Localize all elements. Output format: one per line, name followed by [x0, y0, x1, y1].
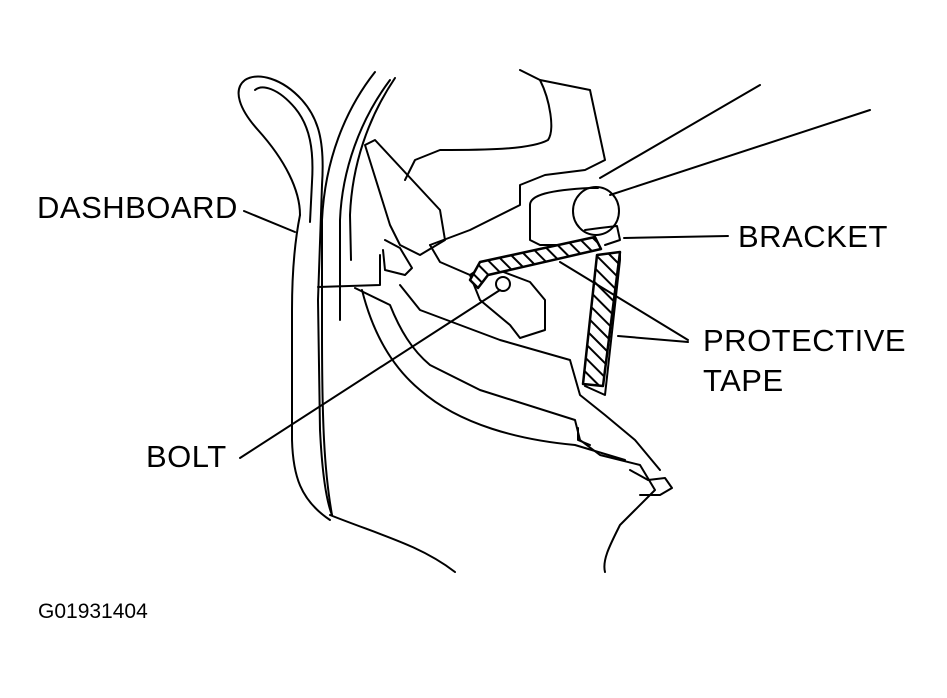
- cylinder-end: [572, 186, 620, 236]
- upper-panel-right: [430, 80, 605, 245]
- leader-tape-upper: [560, 262, 688, 340]
- tape-vertical-edge: [585, 252, 620, 395]
- pillar-strip-mid: [350, 78, 395, 260]
- leader-dashboard: [244, 211, 295, 232]
- protective-tape-upper: [470, 237, 601, 288]
- bolt-mount-step: [430, 245, 470, 275]
- leader-tape-lower: [618, 336, 688, 342]
- trim-notch-2: [630, 470, 672, 495]
- protective-tape-vertical: [583, 252, 620, 386]
- figure-code: G01931404: [38, 600, 148, 623]
- dashboard-pillar-rim: [255, 87, 312, 222]
- trim-notch: [578, 428, 590, 445]
- bolt-label: BOLT: [146, 439, 227, 474]
- upper-panel: [405, 70, 551, 180]
- bracket-arm: [585, 226, 620, 245]
- leader-bolt: [240, 290, 500, 458]
- protective-tape-label-line1: PROTECTIVE: [703, 323, 907, 358]
- frame-lower-left: [318, 255, 380, 287]
- long-diagonal-line: [600, 85, 760, 178]
- frame-step: [383, 240, 412, 275]
- pillar-strip-outer: [322, 72, 375, 515]
- pillar-strip-inner: [340, 80, 390, 320]
- frame-left-rail: [365, 140, 445, 255]
- trim-panel-upper: [400, 285, 660, 470]
- bolt-icon: [496, 277, 510, 291]
- trim-panel-edge: [330, 515, 455, 572]
- leader-bracket: [624, 236, 728, 238]
- dashboard-pillar-outline: [239, 77, 332, 515]
- long-diagonal-line-2: [610, 110, 870, 195]
- cylinder-body: [530, 188, 598, 205]
- dashboard-label: DASHBOARD: [37, 190, 238, 225]
- dashboard-pillar-inner: [292, 215, 330, 520]
- trim-panel-inner: [362, 290, 625, 460]
- bracket-label: BRACKET: [738, 219, 888, 254]
- protective-tape-label-line2: TAPE: [703, 363, 784, 398]
